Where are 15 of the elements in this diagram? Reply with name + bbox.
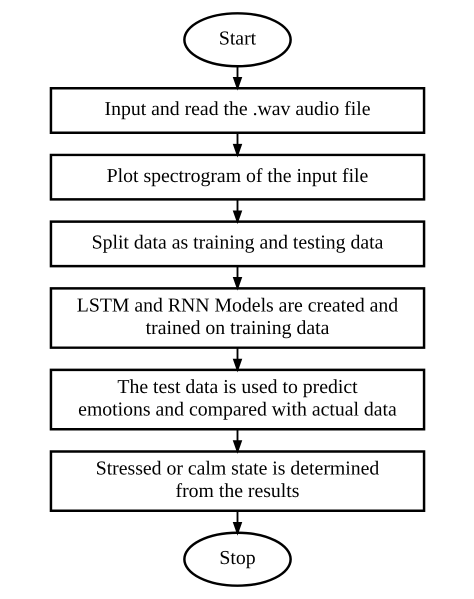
node-box: Split data as training and testing data bbox=[49, 220, 425, 268]
node-ellipse: Start bbox=[182, 12, 292, 68]
arrow bbox=[232, 199, 242, 224]
node-box: The test data is used to predict emotions and compared with actual data bbox=[49, 368, 425, 430]
arrow bbox=[232, 510, 242, 536]
arrow bbox=[232, 348, 242, 372]
node-ellipse: Stop bbox=[182, 532, 292, 587]
arrow bbox=[232, 429, 242, 454]
node-box: Input and read the .wav audio file bbox=[49, 87, 425, 134]
arrow bbox=[232, 66, 242, 91]
node-box: Plot spectrogram of the input file bbox=[49, 154, 425, 201]
node-box: LSTM and RNN Models are created and trained on training data bbox=[49, 287, 425, 349]
arrow bbox=[232, 266, 242, 291]
node-box: Stressed or calm state is determined from the results bbox=[49, 450, 425, 512]
arrow bbox=[232, 132, 242, 158]
